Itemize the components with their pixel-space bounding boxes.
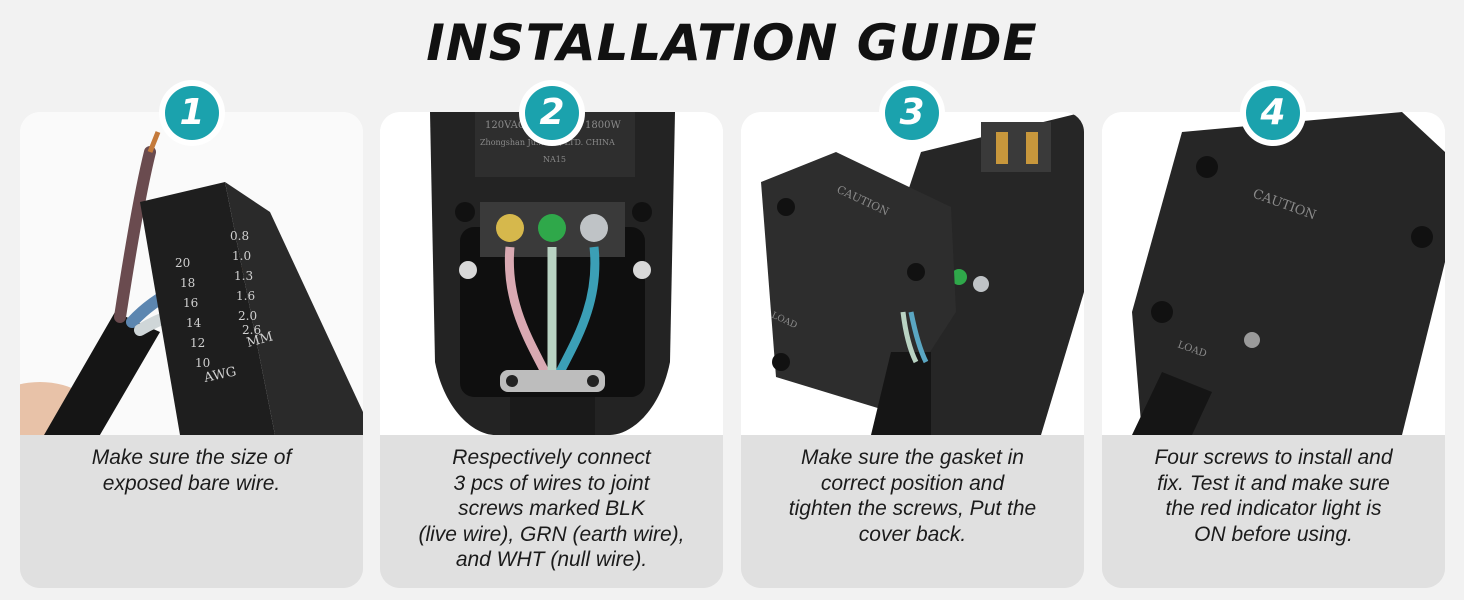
awg-10: 10 xyxy=(195,356,210,370)
step-3-caption-area: Make sure the gasket in correct position… xyxy=(741,435,1084,588)
step-4-badge: 4 xyxy=(1242,82,1304,144)
step-2-card: 120VAC 1800W Zhongshan Ju... Co., LTD. C… xyxy=(380,112,723,588)
step-3-photo: CAUTION LOAD xyxy=(741,112,1084,435)
step-1-number: 1 xyxy=(165,86,219,140)
page-title: INSTALLATION GUIDE xyxy=(426,14,1038,72)
step-1-photo: AWG MM 20 18 16 14 12 10 0.8 1.0 1.3 1.6… xyxy=(20,112,363,435)
wire-stripper-illustration: AWG MM 20 18 16 14 12 10 0.8 1.0 1.3 1.6… xyxy=(20,112,363,435)
closed-plug-illustration: CAUTION LOAD xyxy=(1102,112,1445,435)
awg-14: 14 xyxy=(186,316,202,330)
step-1-caption-area: Make sure the size of exposed bare wire. xyxy=(20,435,363,588)
step-3-badge: 3 xyxy=(881,82,943,144)
step-3-number: 3 xyxy=(885,86,939,140)
label-model: NA15 xyxy=(543,155,566,164)
step-1-badge: 1 xyxy=(161,82,223,144)
step-2-number: 2 xyxy=(525,86,579,140)
step-4-photo: CAUTION LOAD xyxy=(1102,112,1445,435)
mm-13: 1.3 xyxy=(234,269,253,283)
step-4-caption-area: Four screws to install and fix. Test it … xyxy=(1102,435,1445,588)
step-1-card: AWG MM 20 18 16 14 12 10 0.8 1.0 1.3 1.6… xyxy=(20,112,363,588)
label-watt: 1800W xyxy=(585,120,621,131)
mm-26: 2.6 xyxy=(242,323,261,337)
step-4-number: 4 xyxy=(1246,86,1300,140)
step-4-caption: Four screws to install and fix. Test it … xyxy=(1154,446,1393,546)
mm-10: 1.0 xyxy=(232,249,251,263)
mm-20: 2.0 xyxy=(238,309,257,323)
step-2-badge: 2 xyxy=(521,82,583,144)
awg-label: AWG xyxy=(202,364,238,386)
awg-12: 12 xyxy=(190,336,205,350)
step-3-caption: Make sure the gasket in correct position… xyxy=(788,446,1037,546)
awg-18: 18 xyxy=(180,276,195,290)
mm-16: 1.6 xyxy=(236,289,255,303)
awg-20: 20 xyxy=(175,256,190,270)
mm-label: MM xyxy=(245,329,275,350)
terminal-block-illustration: 120VAC 1800W Zhongshan Ju... Co., LTD. C… xyxy=(380,112,723,435)
step-1-caption: Make sure the size of exposed bare wire. xyxy=(91,446,292,495)
step-2-caption: Respectively connect 3 pcs of wires to j… xyxy=(418,446,685,571)
step-3-card: CAUTION LOAD Make sure the gasket in cor… xyxy=(741,112,1084,588)
step-2-photo: 120VAC 1800W Zhongshan Ju... Co., LTD. C… xyxy=(380,112,723,435)
awg-16: 16 xyxy=(183,296,198,310)
step-4-card: CAUTION LOAD Four screws to install and … xyxy=(1102,112,1445,588)
cover-assembly-illustration: CAUTION LOAD xyxy=(741,112,1084,435)
step-2-caption-area: Respectively connect 3 pcs of wires to j… xyxy=(380,435,723,588)
mm-08: 0.8 xyxy=(230,229,249,243)
label-voltage: 120VAC xyxy=(485,120,526,131)
